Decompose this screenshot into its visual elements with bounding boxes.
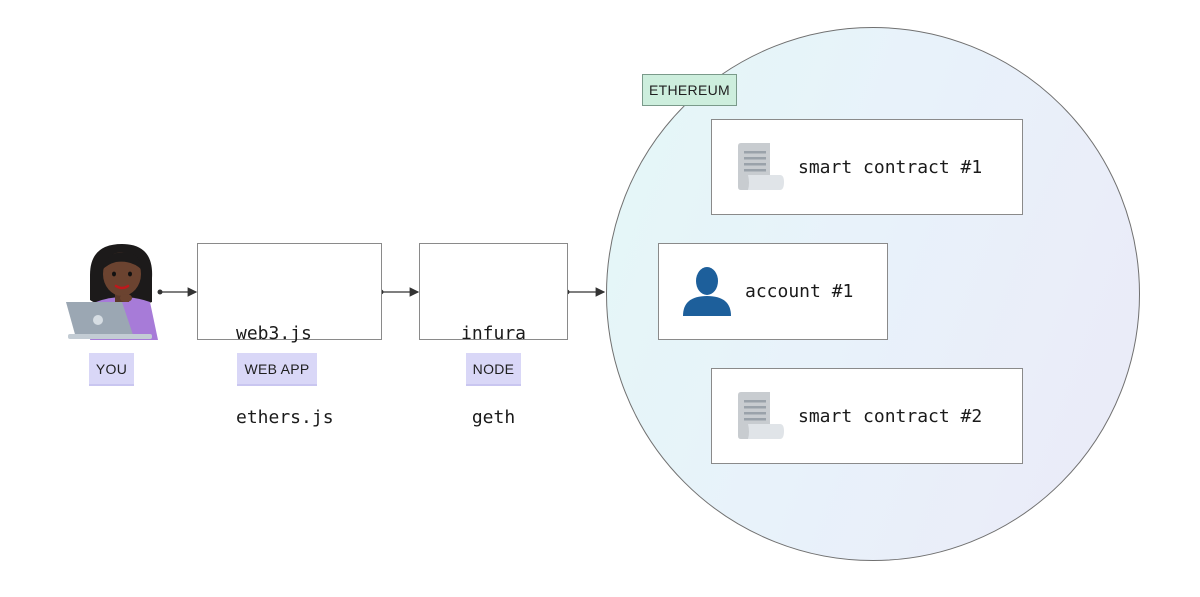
- node-line-infura: infura: [460, 323, 527, 344]
- document-icon: [738, 143, 784, 190]
- document-icon: [738, 392, 784, 439]
- webapp-box: web3.js ethers.js: [197, 243, 382, 428]
- ethereum-label: ETHEREUM: [642, 74, 737, 106]
- account-1-text: account #1: [745, 281, 854, 302]
- account-user-icon: [683, 267, 731, 316]
- arrow-node-to-ethereum: [564, 287, 606, 297]
- arrow-you-to-webapp: [157, 287, 198, 297]
- webapp-line-ethers: ethers.js: [236, 407, 334, 428]
- arrow-webapp-to-node: [378, 287, 420, 297]
- user-with-laptop-icon: [66, 244, 158, 340]
- webapp-label: WEB APP: [237, 353, 317, 386]
- account-1-box: account #1: [658, 243, 888, 340]
- node-box: infura geth: [419, 243, 568, 428]
- you-label: YOU: [89, 353, 134, 386]
- smart-contract-2-text: smart contract #2: [798, 406, 983, 427]
- smart-contract-1-box: smart contract #1: [711, 119, 1023, 215]
- node-line-geth: geth: [471, 407, 516, 428]
- smart-contract-1-text: smart contract #1: [798, 157, 983, 178]
- smart-contract-2-box: smart contract #2: [711, 368, 1023, 464]
- node-label: NODE: [466, 353, 521, 386]
- webapp-line-web3: web3.js: [236, 323, 312, 344]
